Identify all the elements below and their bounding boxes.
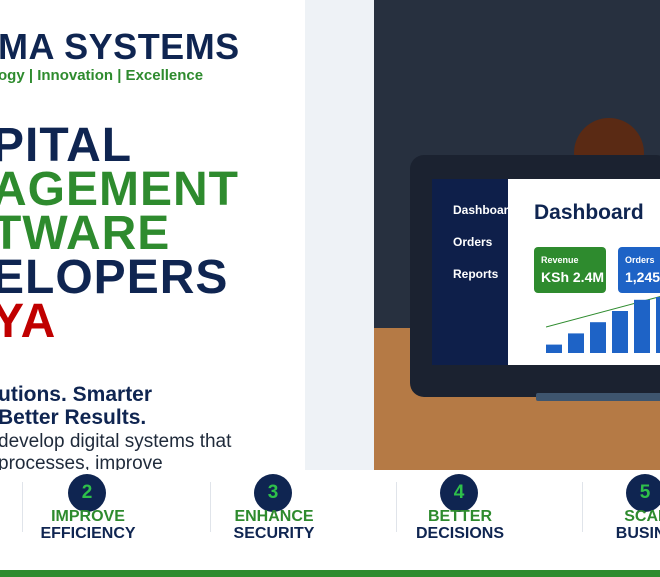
laptop-base <box>536 393 660 401</box>
step-title-line-1: ENHANCE <box>234 508 314 525</box>
mini-chart-bar <box>612 311 628 353</box>
hero-subheading-line-1: utions. Smarter <box>0 383 153 406</box>
step-title-line-2: DECISIONS <box>415 525 504 542</box>
mini-bar-chart <box>546 296 660 353</box>
bottom-accent-band <box>0 570 660 577</box>
step-number-badge: 4 <box>440 474 478 512</box>
sidebar-item-orders: Orders <box>453 235 493 249</box>
headline-line-4: ELOPERS <box>0 251 229 304</box>
revenue-card: Revenue KSh 2.4M <box>534 247 606 293</box>
step-title-line-1: SCAL <box>624 508 660 525</box>
step-number-badge: 5 <box>626 474 660 512</box>
step-title-line-2: EFFICIENCY <box>40 525 136 542</box>
headline-line-2: AGEMENT <box>0 163 239 216</box>
step-better-decisions: 4 BETTER DECISIONS <box>372 470 558 570</box>
hero-left-pane: MA SYSTEMS ogy | Innovation | Excellence… <box>0 0 305 470</box>
dashboard-title: Dashboard <box>534 201 644 224</box>
laptop-screen: Dashboard Orders Reports Dashboard Reven… <box>432 179 660 365</box>
sidebar-item-reports: Reports <box>453 267 499 281</box>
step-title-line-1: BETTER <box>428 508 492 525</box>
mini-chart-bar <box>634 299 650 353</box>
step-divider <box>22 482 23 532</box>
hero-body-line-1: develop digital systems that <box>0 431 232 452</box>
revenue-card-label: Revenue <box>541 255 579 265</box>
step-number-badge: 2 <box>68 474 106 512</box>
dashboard-sidebar: Dashboard Orders Reports <box>432 179 516 365</box>
mini-chart-bar <box>656 297 660 353</box>
mini-chart-bar <box>546 344 562 353</box>
hero-subheading: utions. Smarter Better Results. <box>0 383 152 429</box>
hero-body-text: develop digital systems that processes, … <box>0 431 231 470</box>
brand-name: MA SYSTEMS <box>0 26 240 67</box>
step-title-line-2: SECURITY <box>233 525 315 542</box>
step-divider <box>210 482 211 532</box>
background-strip <box>305 0 374 470</box>
orders-card: Orders 1,245 <box>618 247 660 293</box>
headline-line-3: TWARE <box>0 207 171 260</box>
step-title-line-1: IMPROVE <box>51 508 125 525</box>
mini-chart-bar <box>568 333 584 353</box>
step-enhance-security: 3 ENHANCE SECURITY <box>186 470 372 570</box>
orders-card-label: Orders <box>625 255 655 265</box>
step-title-line-2: BUSINE <box>615 525 660 542</box>
step-improve-efficiency: 2 IMPROVE EFFICIENCY <box>0 470 186 570</box>
brand-tagline: ogy | Innovation | Excellence <box>0 67 204 84</box>
headline-line-1: PITAL <box>0 119 133 172</box>
headline-line-5: YA <box>0 295 57 348</box>
step-divider <box>396 482 397 532</box>
step-scale-business: 5 SCAL BUSINE <box>558 470 660 570</box>
hero-subheading-line-2: Better Results. <box>0 406 147 429</box>
step-divider <box>582 482 583 532</box>
hero-body-line-2: processes, improve <box>0 453 163 470</box>
mini-chart-bar <box>590 322 606 353</box>
revenue-card-value: KSh 2.4M <box>541 269 605 285</box>
sidebar-item-dashboard: Dashboard <box>453 203 516 217</box>
dashboard-main: Dashboard Revenue KSh 2.4M Orders 1,245 <box>508 179 660 365</box>
benefits-bar: 2 IMPROVE EFFICIENCY 3 ENHANCE SECURITY … <box>0 470 660 570</box>
step-number-badge: 3 <box>254 474 292 512</box>
orders-card-value: 1,245 <box>625 269 660 285</box>
